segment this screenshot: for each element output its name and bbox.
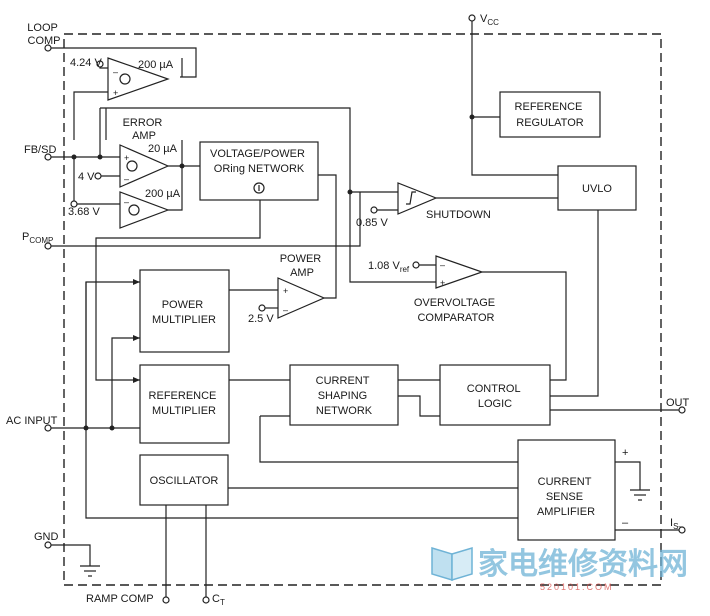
svg-text:–: – — [124, 197, 129, 207]
i200b-label: 200 µA — [145, 188, 181, 200]
svg-text:+: + — [283, 286, 288, 296]
i20-label: 20 µA — [148, 143, 178, 155]
out-pin-label: OUT — [666, 397, 690, 409]
ramp-comp-pin-label: RAMP COMP — [86, 593, 154, 605]
reference-multiplier-block — [139, 364, 230, 444]
junction-dots — [71, 114, 475, 431]
shutdown-label: SHUTDOWN — [426, 209, 491, 221]
overvoltage-comparator: – + — [435, 255, 484, 289]
fb-sd-pin-label: FB/SD — [24, 144, 56, 156]
gnd-pin-label: GND — [34, 531, 59, 543]
pcomp-pin-label: PCOMP — [22, 231, 53, 245]
minus-label: – — [622, 517, 629, 529]
voltage-power-oring-label: VOLTAGE/POWER ORing NETWORK — [210, 148, 308, 175]
control-logic-block — [439, 364, 551, 426]
current-sense-amplifier-block — [517, 439, 616, 541]
power-multiplier-label: POWER MULTIPLIER — [152, 299, 216, 326]
chip-boundary — [63, 33, 662, 586]
v108-label: 1.08 Vref — [368, 260, 410, 274]
current-shaping-block — [289, 364, 399, 426]
oscillator-block — [139, 454, 229, 506]
v085-label: 0.85 V — [356, 217, 388, 229]
i200a-label: 200 µA — [138, 59, 174, 71]
reference-regulator-label: REFERENCE REGULATOR — [515, 101, 586, 129]
error-amp-label: ERROR AMP — [123, 117, 166, 142]
watermark-site: 520101.COM — [540, 582, 614, 592]
reference-pins — [70, 60, 420, 312]
v25-label: 2.5 V — [248, 313, 274, 325]
svg-text:+: + — [124, 153, 129, 163]
watermark-text: 家电维修资料网 — [478, 548, 688, 581]
svg-text:–: – — [283, 305, 288, 315]
v4-label: 4 V — [78, 171, 95, 183]
vcc-pin-label: VCC — [480, 13, 499, 27]
plus-label: + — [622, 447, 628, 459]
control-logic-label: CONTROL LOGIC — [467, 383, 523, 410]
external-pins — [44, 14, 686, 604]
is-pin-label: IS– — [670, 517, 683, 531]
error-amp-bottom: – — [119, 191, 170, 229]
svg-text:–: – — [113, 67, 118, 77]
uvlo-label: UVLO — [582, 183, 612, 195]
uvlo-block — [557, 165, 637, 211]
svg-text:–: – — [440, 260, 445, 270]
power-amp-label: POWER AMP — [280, 253, 325, 279]
current-sense-amplifier-label: CURRENT SENSE AMPLIFIER — [537, 476, 595, 518]
v368-label: 3.68 V — [68, 206, 100, 218]
ground-icon — [80, 565, 100, 577]
power-amp: + – — [277, 277, 326, 319]
overvoltage-comparator-label: OVERVOLTAGE COMPARATOR — [414, 297, 498, 324]
reference-regulator-block — [499, 91, 601, 138]
arrow-icons — [133, 279, 140, 383]
svg-text:–: – — [124, 174, 129, 184]
svg-text:+: + — [440, 278, 445, 288]
watermark: 家电维修资料网 520101.COM — [431, 546, 688, 592]
svg-text:+: + — [113, 88, 118, 98]
ct-pin-label: CT — [212, 593, 225, 607]
wires — [48, 18, 682, 600]
error-amp-top: – + — [107, 57, 170, 101]
power-multiplier-block — [139, 269, 230, 353]
error-amp-middle: + – — [119, 144, 170, 188]
v424-label: 4.24 V — [70, 57, 102, 69]
ac-input-pin-label: AC INPUT — [6, 415, 58, 427]
ground-icon — [630, 489, 650, 501]
current-shaping-label: CURRENT SHAPING NETWORK — [316, 375, 373, 417]
book-logo-icon — [431, 546, 473, 582]
reference-multiplier-label: REFERENCE MULTIPLIER — [149, 390, 220, 417]
oscillator-label: OSCILLATOR — [150, 475, 219, 487]
loop-comp-pin-label: LOOP COMP — [27, 22, 60, 47]
shutdown-comparator — [397, 182, 438, 215]
